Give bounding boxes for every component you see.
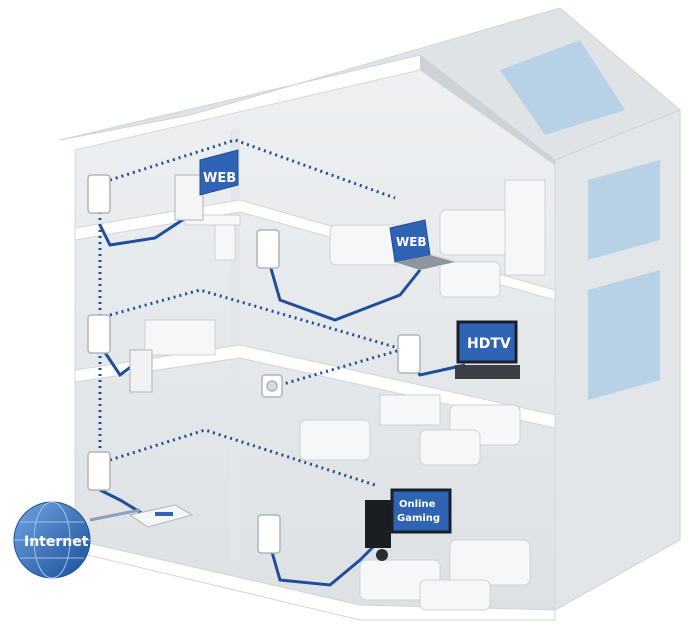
gaming-screen xyxy=(390,488,452,534)
powerline-links xyxy=(98,138,406,487)
powerline-adapter-icon xyxy=(257,514,281,554)
router-icon xyxy=(128,504,194,528)
router-icon xyxy=(129,349,153,393)
console-icon: Online Gaming xyxy=(365,488,452,561)
powerline-adapter-icon xyxy=(87,174,111,214)
tv-icon: HDTV xyxy=(455,320,520,379)
powerline-adapter-icon xyxy=(87,314,111,354)
hdtv-label: HDTV xyxy=(467,336,511,352)
powerline-adapter-icon xyxy=(397,334,421,374)
globe-icon: Internet xyxy=(13,501,91,579)
pc-icon: WEB xyxy=(174,149,239,221)
floor-slab-2 xyxy=(74,344,556,429)
internet-label: Internet xyxy=(24,534,89,550)
floor-slab-1 xyxy=(74,199,556,301)
web-monitor-screen xyxy=(199,149,239,196)
powerline-adapter-icon xyxy=(256,229,280,269)
laptop-icon: WEB xyxy=(389,219,455,270)
gaming-label-line2: Gaming xyxy=(397,513,440,524)
web-monitor-label: WEB xyxy=(203,171,236,186)
furniture xyxy=(144,179,546,611)
gaming-label-line1: Online xyxy=(399,499,436,510)
laptop-web-label: WEB xyxy=(396,235,427,249)
window-lower xyxy=(588,270,660,400)
right-wall xyxy=(554,109,681,611)
shelf xyxy=(504,179,546,276)
window-upper xyxy=(588,160,660,260)
skylight-window xyxy=(500,40,625,135)
powerline-adapter-icon xyxy=(87,451,111,491)
